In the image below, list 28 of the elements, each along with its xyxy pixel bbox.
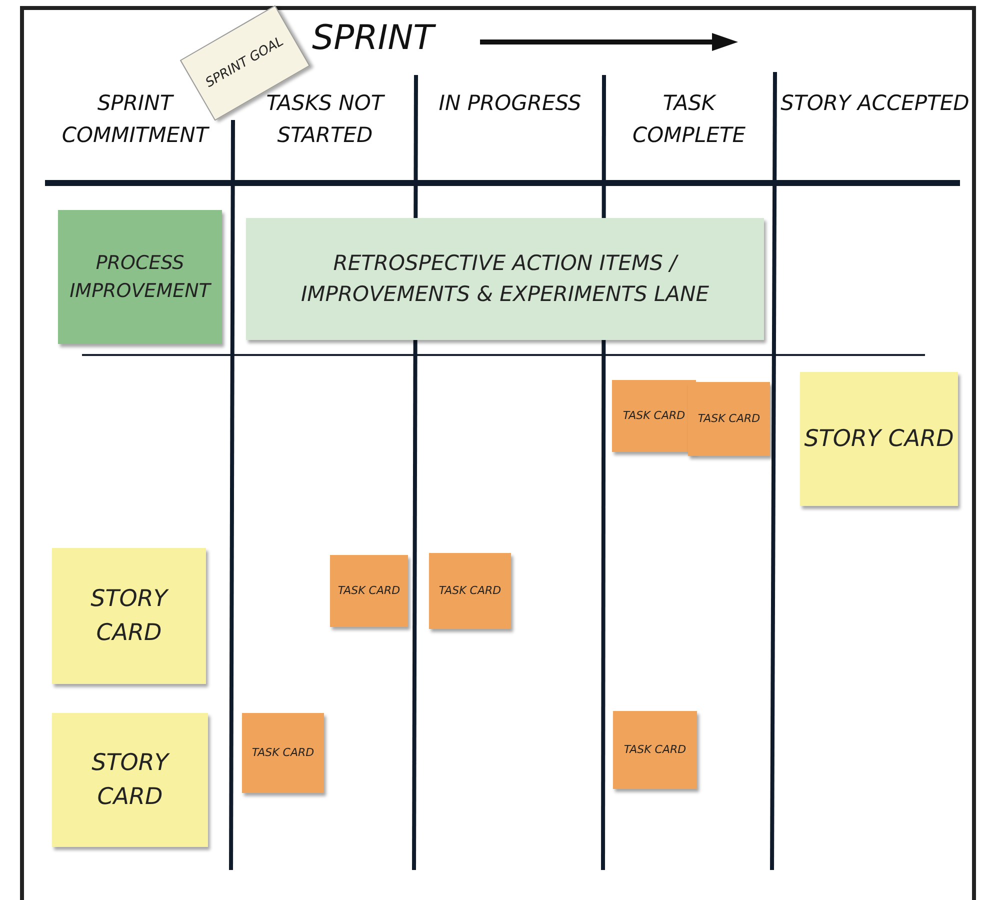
card-text: TASK CARD — [338, 582, 400, 599]
card-text: TASK CARD — [698, 410, 760, 427]
story-sticky-note — [800, 372, 958, 506]
task-sticky-note — [612, 380, 696, 452]
card-text: TASK CARD — [624, 742, 686, 758]
card-text: STORY CARD — [90, 584, 170, 648]
board-title: SPRINT — [312, 18, 434, 58]
column-header: STORY ACCEPTED — [780, 90, 970, 117]
column-header: IN PROGRESS — [438, 90, 582, 117]
card-text: STORY CARD — [804, 424, 954, 454]
process-improvement-card — [58, 210, 222, 344]
card-text: STORY CARD — [90, 748, 171, 812]
card-text: TASK CARD — [438, 582, 502, 599]
column-header: TASKS NOT STARTED — [265, 90, 386, 148]
task-sticky-note — [330, 555, 408, 627]
column-header: SPRINT COMMITMENT — [60, 90, 210, 148]
card-text: PROCESS IMPROVEMENT — [68, 250, 212, 304]
task-sticky-note — [613, 711, 697, 789]
card-text: TASK CARD — [252, 744, 314, 761]
story-sticky-note — [52, 548, 206, 684]
task-sticky-note — [242, 713, 324, 793]
card-text: RETROSPECTIVE ACTION ITEMS / IMPROVEMENTS & EXPERIMENTS LANE — [300, 250, 710, 308]
task-sticky-note — [429, 553, 511, 629]
improvement-lane — [246, 218, 764, 340]
story-sticky-note — [52, 713, 208, 847]
column-header: TASK COMPLETE — [631, 90, 747, 148]
card-text: TASK CARD — [622, 408, 686, 424]
task-sticky-note — [688, 382, 770, 456]
